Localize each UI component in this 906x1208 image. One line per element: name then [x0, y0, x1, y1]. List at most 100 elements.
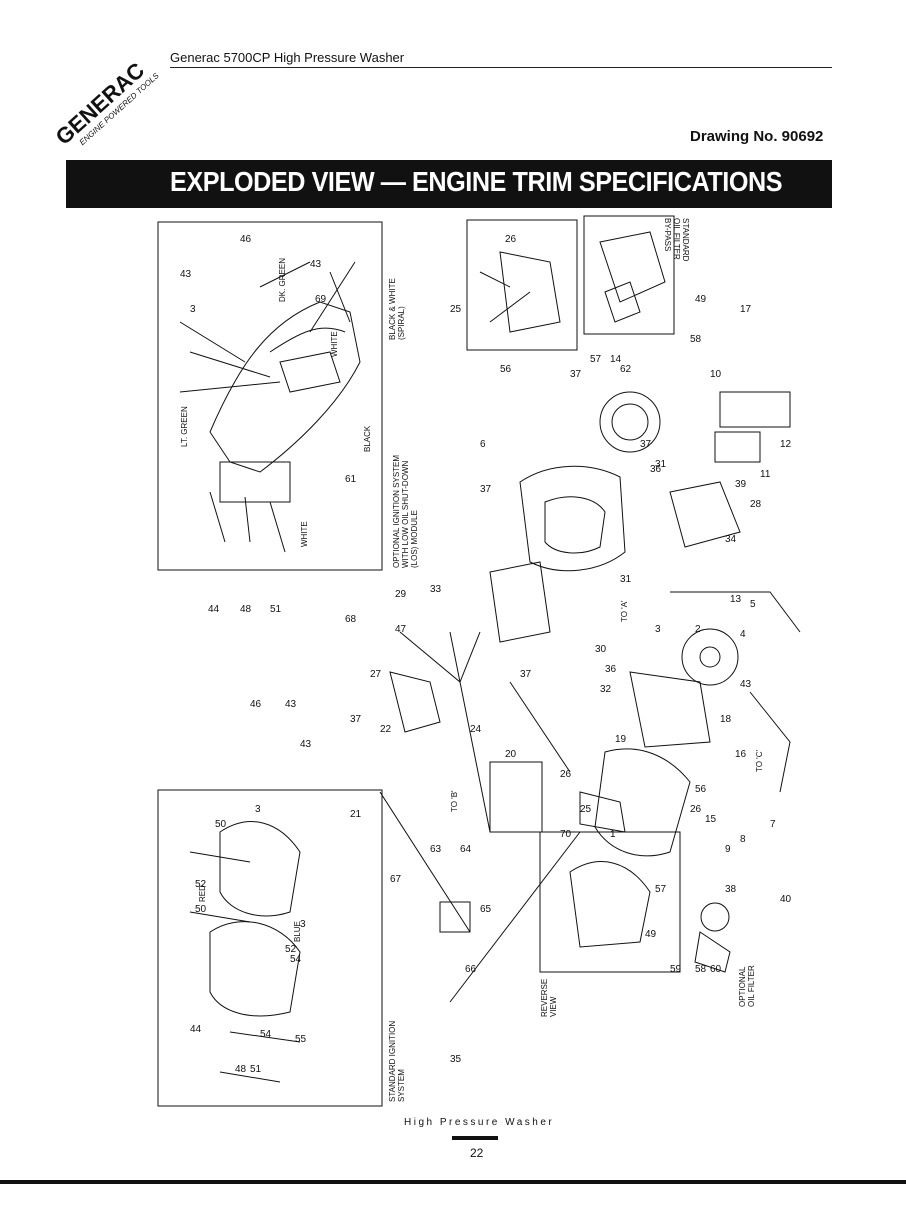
inset-governor: [489, 761, 543, 833]
callout-65: 65: [480, 904, 492, 915]
callout-52b: 52: [195, 879, 207, 890]
callout-37e: 37: [520, 669, 532, 680]
bottom-rule: [0, 1180, 906, 1184]
callout-43d: 43: [285, 699, 297, 710]
callout-50: 50: [215, 819, 227, 830]
callout-17: 17: [740, 304, 752, 315]
wire-label-lt-green: LT. GREEN: [180, 406, 189, 447]
callout-26: 26: [505, 234, 517, 245]
callout-12: 12: [780, 439, 792, 450]
callout-58b: 58: [695, 964, 707, 975]
callout-37c: 37: [640, 439, 652, 450]
cylinder-head: [594, 748, 691, 857]
caption-standard-ignition: STANDARD IGNITION SYSTEM: [388, 1020, 406, 1102]
callout-8: 8: [740, 834, 746, 845]
callout-18: 18: [720, 714, 732, 725]
cylinder-shroud: [629, 671, 711, 748]
callout-29: 29: [395, 589, 407, 600]
callout-43b: 43: [310, 259, 322, 270]
callout-37b: 37: [570, 369, 582, 380]
callout-70: 70: [560, 829, 572, 840]
footer-product: High Pressure Washer: [404, 1117, 555, 1128]
air-cleaner-cover: [719, 391, 791, 428]
callout-64: 64: [460, 844, 472, 855]
inset-detail-a: [466, 219, 578, 351]
callout-26c: 26: [690, 804, 702, 815]
inset-optional-ignition: [157, 221, 383, 571]
callout-56b: 56: [695, 784, 707, 795]
callout-3d: 3: [300, 919, 306, 930]
wire-label-black-white: BLACK & WHITE (SPIRAL): [388, 278, 406, 340]
inset-reverse-view: [539, 831, 681, 973]
callout-62: 62: [620, 364, 632, 375]
caption-reverse-view: REVERSE VIEW: [540, 978, 558, 1017]
callout-37: 37: [480, 484, 492, 495]
callout-36: 36: [650, 464, 662, 475]
callout-33: 33: [430, 584, 442, 595]
callout-5: 5: [750, 599, 756, 610]
caption-optional-ignition: OPTIONAL IGNITION SYSTEM WITH LOW OIL SH…: [392, 454, 419, 568]
callout-3b: 3: [655, 624, 661, 635]
flywheel: [681, 628, 739, 686]
callout-22: 22: [380, 724, 392, 735]
page-number: 22: [470, 1146, 484, 1160]
logo-text: GENERAC: [51, 57, 150, 149]
exploded-view-svg: 46 43 43 3 69 61 44 48 51 25 26 56 49 58…: [157, 215, 801, 1107]
section-banner: EXPLODED VIEW — ENGINE TRIM SPECIFICATIO…: [66, 160, 832, 208]
callout-57b: 57: [655, 884, 667, 895]
callout-48b: 48: [235, 1064, 247, 1075]
callout-34: 34: [725, 534, 737, 545]
callout-51: 51: [270, 604, 282, 615]
callout-54: 54: [290, 954, 302, 965]
callout-9: 9: [725, 844, 731, 855]
callout-6: 6: [480, 439, 486, 450]
callout-15: 15: [705, 814, 717, 825]
callout-43c: 43: [740, 679, 752, 690]
callout-40: 40: [780, 894, 792, 905]
callout-25b: 25: [580, 804, 592, 815]
to-a-label: TO 'A': [620, 600, 629, 622]
wire-label-dk-green: DK. GREEN: [278, 257, 287, 302]
header-rule: [170, 67, 832, 68]
callout-10: 10: [710, 369, 722, 380]
callout-47: 47: [395, 624, 407, 635]
callout-24: 24: [470, 724, 482, 735]
callout-37d: 37: [350, 714, 362, 725]
wire-label-blue: BLUE: [293, 921, 302, 942]
callout-44b: 44: [190, 1024, 202, 1035]
banner-title: EXPLODED VIEW — ENGINE TRIM SPECIFICATIO…: [170, 166, 783, 197]
callout-32: 32: [600, 684, 612, 695]
callout-11: 11: [760, 469, 771, 480]
callout-14: 14: [610, 354, 622, 365]
callout-31b: 31: [620, 574, 632, 585]
callout-30: 30: [595, 644, 607, 655]
blower-housing: [519, 465, 626, 572]
callout-13: 13: [730, 594, 742, 605]
callout-52: 52: [285, 944, 297, 955]
callout-16: 16: [735, 749, 747, 760]
callout-44: 44: [208, 604, 220, 615]
callout-55: 55: [295, 1034, 307, 1045]
callout-60: 60: [710, 964, 722, 975]
callout-56: 56: [500, 364, 512, 375]
callout-39: 39: [735, 479, 747, 490]
callout-4: 4: [740, 629, 746, 640]
callout-19: 19: [615, 734, 627, 745]
callout-28: 28: [750, 499, 762, 510]
callout-59: 59: [670, 964, 682, 975]
callout-35: 35: [450, 1054, 462, 1065]
callout-26b: 26: [560, 769, 572, 780]
wire-label-red: RED: [198, 885, 207, 902]
callout-46: 46: [240, 234, 252, 245]
callout-38: 38: [725, 884, 737, 895]
callout-1: 1: [610, 829, 616, 840]
generac-logo: GENERAC ENGINE POWERED TOOLS: [40, 48, 170, 158]
exploded-view-diagram: 46 43 43 3 69 61 44 48 51 25 26 56 49 58…: [150, 212, 850, 1112]
ignition-module: [389, 671, 441, 733]
callout-68: 68: [345, 614, 357, 625]
spark-plug-lead: [439, 901, 471, 933]
callout-50b: 50: [195, 904, 207, 915]
callout-48: 48: [240, 604, 252, 615]
air-cleaner-base: [669, 481, 741, 548]
callout-61: 61: [345, 474, 357, 485]
